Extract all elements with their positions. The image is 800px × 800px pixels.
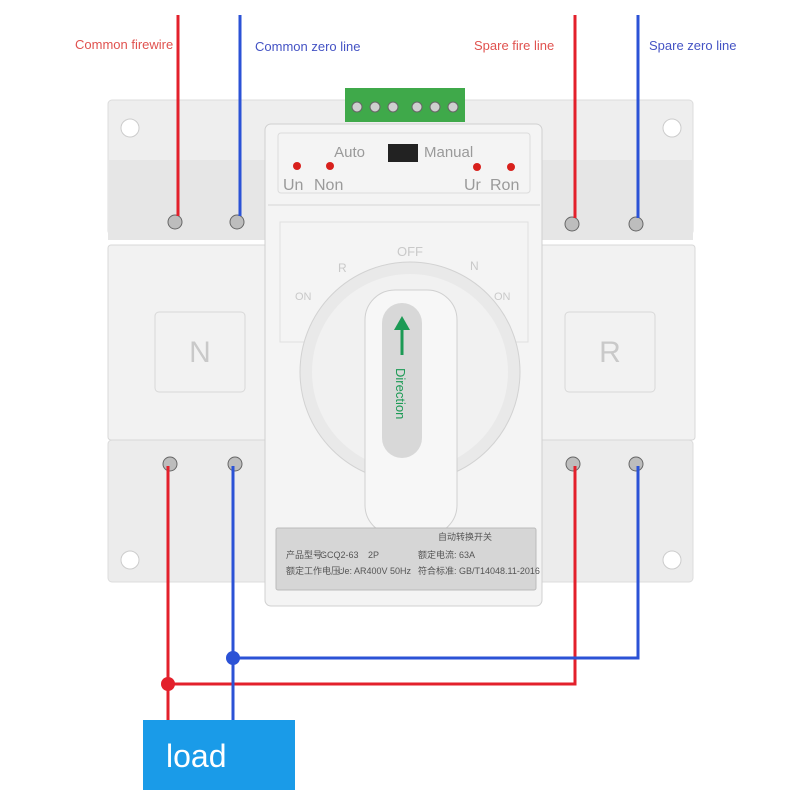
dial-on-left: ON bbox=[295, 291, 312, 303]
svg-text:2P: 2P bbox=[368, 550, 379, 560]
fire-bridge-wire bbox=[168, 466, 577, 686]
module-r-label: R bbox=[599, 336, 621, 369]
indicator-ur: Ur bbox=[464, 177, 482, 194]
svg-text:额定电流:: 额定电流: bbox=[418, 549, 457, 560]
zero-junction-dot bbox=[226, 651, 240, 665]
label-spare-zero-line: Spare zero line bbox=[649, 38, 736, 53]
indicator-un: Un bbox=[283, 177, 303, 194]
auto-manual-switch[interactable] bbox=[388, 144, 418, 162]
fire-junction-dot bbox=[161, 677, 175, 691]
indicator-non: Non bbox=[314, 177, 343, 194]
indicator-ron: Ron bbox=[490, 177, 519, 194]
screw-terminal bbox=[167, 214, 183, 230]
handle-direction-label: Direction bbox=[393, 368, 408, 419]
svg-text:GCQ2-63: GCQ2-63 bbox=[320, 550, 359, 560]
led-ur bbox=[473, 163, 481, 171]
load-label: load bbox=[166, 738, 227, 774]
screw-terminal bbox=[628, 456, 644, 472]
nameplate: 自动转换开关 产品型号: GCQ2-63 2P 额定工作电压: Ue: AR40… bbox=[275, 527, 540, 591]
svg-text:产品型号:: 产品型号: bbox=[286, 549, 325, 560]
dial-on-right: ON bbox=[494, 291, 511, 303]
svg-text:自动转换开关: 自动转换开关 bbox=[438, 531, 492, 542]
mode-manual-label: Manual bbox=[424, 144, 473, 161]
svg-text:Ue: AR400V 50Hz: Ue: AR400V 50Hz bbox=[338, 566, 412, 576]
label-common-zero-line: Common zero line bbox=[255, 39, 361, 54]
dial-n: N bbox=[470, 259, 479, 273]
svg-text:63A: 63A bbox=[459, 550, 475, 560]
svg-text:符合标准:: 符合标准: bbox=[418, 565, 457, 576]
svg-text:GB/T14048.11-2016: GB/T14048.11-2016 bbox=[459, 566, 540, 576]
screw-terminal bbox=[628, 216, 644, 232]
module-n-label: N bbox=[189, 336, 211, 369]
terminal-block bbox=[345, 88, 465, 122]
led-ron bbox=[507, 163, 515, 171]
screw-terminal bbox=[565, 456, 581, 472]
screw-terminal bbox=[162, 456, 178, 472]
wiring bbox=[166, 15, 640, 720]
led-non bbox=[326, 162, 334, 170]
screw-terminal bbox=[229, 214, 245, 230]
module-n bbox=[107, 244, 269, 441]
label-common-firewire: Common firewire bbox=[75, 37, 173, 52]
load-box bbox=[143, 720, 295, 790]
dial-off: OFF bbox=[397, 244, 423, 259]
zero-bridge-wire bbox=[233, 466, 640, 660]
mode-auto-label: Auto bbox=[334, 144, 365, 161]
screw-terminal bbox=[227, 456, 243, 472]
screw-terminal bbox=[564, 216, 580, 232]
svg-text:额定工作电压:: 额定工作电压: bbox=[286, 565, 343, 576]
transfer-switch: N R Auto Manual Un Non Ur Ron OFF R N ON… bbox=[107, 88, 696, 607]
led-un bbox=[293, 162, 301, 170]
direction-arrow-icon bbox=[394, 316, 410, 355]
dial-r: R bbox=[338, 261, 347, 275]
label-spare-fire-line: Spare fire line bbox=[474, 38, 554, 53]
